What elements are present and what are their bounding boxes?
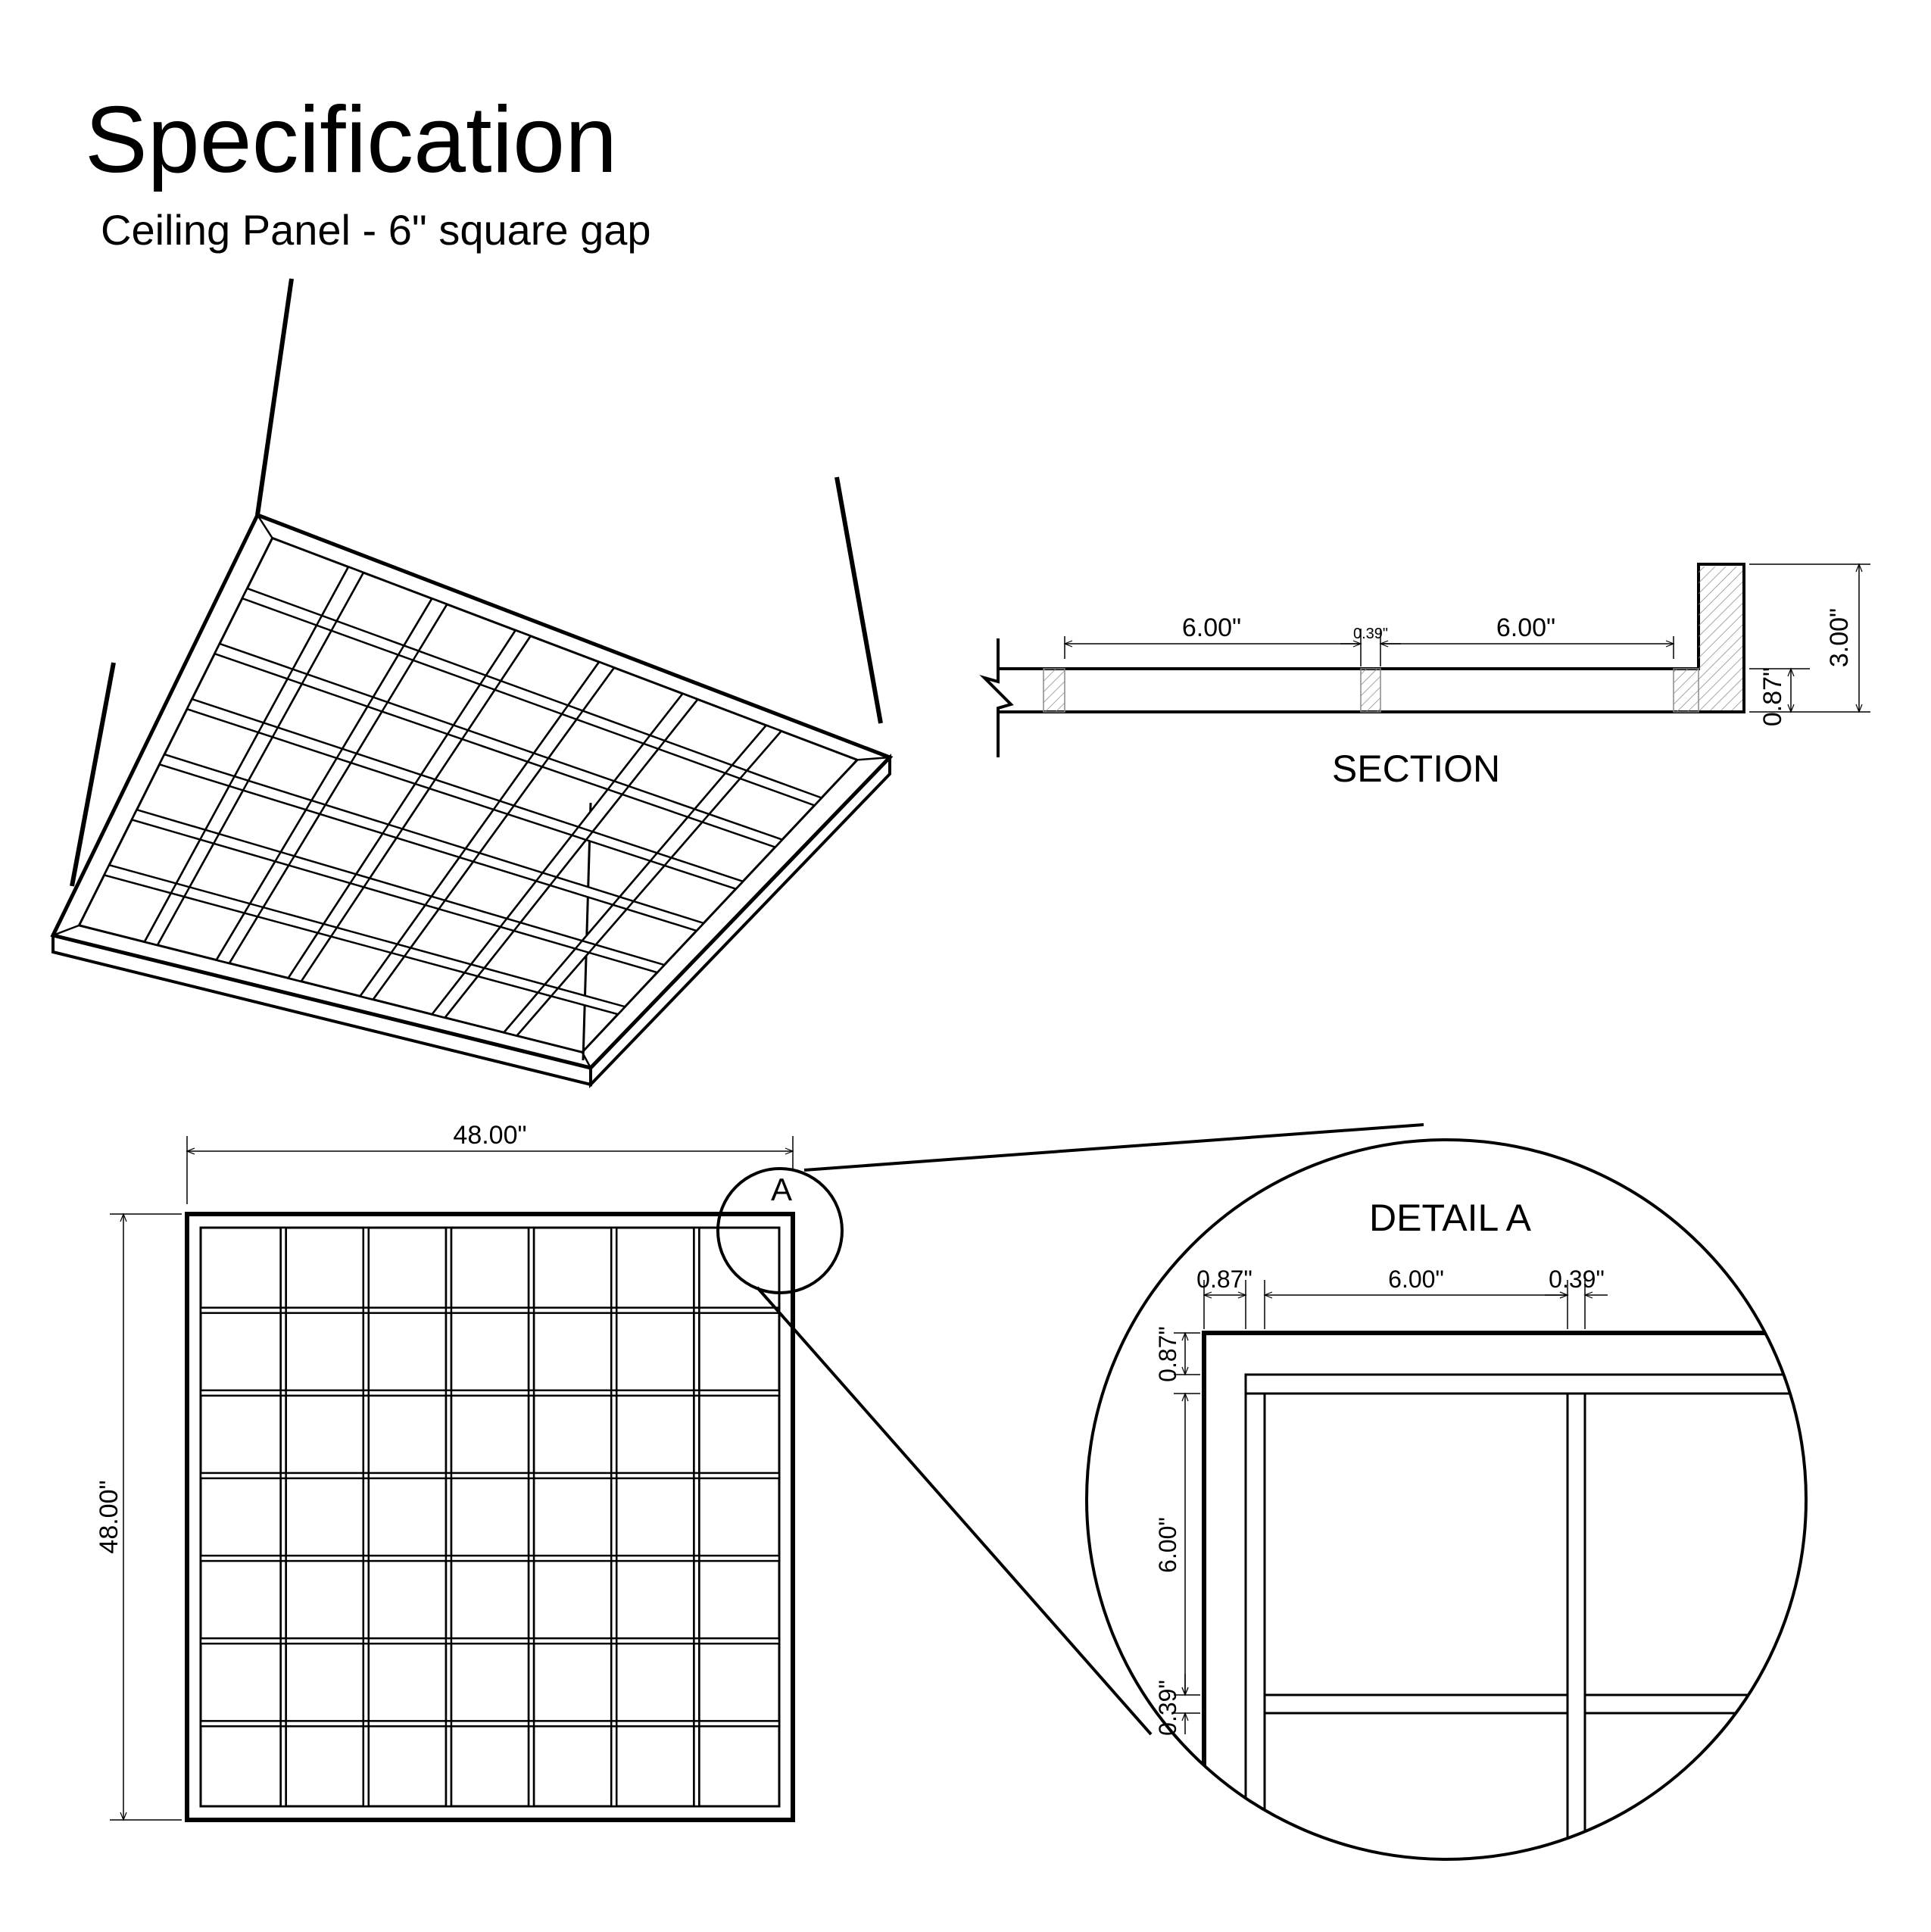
page-subtitle: Ceiling Panel - 6" square gap — [101, 206, 651, 254]
dim-label: 6.00" — [1154, 1517, 1181, 1573]
iso-rib-edge — [444, 698, 699, 1019]
hanger-wire — [834, 476, 883, 724]
section-label: SECTION — [1332, 748, 1500, 790]
rib-hatch — [1360, 668, 1381, 713]
dim-label: 0.87" — [1758, 667, 1787, 726]
iso-rib — [186, 698, 745, 891]
detail-circle — [1085, 1138, 1808, 1861]
hanger-wire — [582, 802, 592, 1061]
frame-hatch — [1699, 566, 1742, 710]
section-profile — [998, 563, 1745, 713]
plan-rib-horizontal — [199, 1637, 781, 1645]
iso-rib-edge — [516, 730, 782, 1037]
iso-rib — [130, 808, 666, 974]
plan-outer-frame — [185, 1212, 795, 1822]
iso-rib — [213, 642, 785, 849]
dim-label: 0.39" — [1353, 626, 1388, 642]
leader-line — [756, 1286, 1153, 1736]
iso-rib-edge — [287, 629, 516, 979]
dim-label: 48.00" — [95, 1480, 123, 1553]
detail-label: DETAIL A — [1369, 1197, 1532, 1239]
iso-rib-edge — [215, 598, 433, 961]
iso-rib — [102, 863, 627, 1016]
break-line — [979, 638, 1014, 757]
hanger-wire — [70, 662, 116, 887]
iso-rib-edge — [156, 572, 365, 946]
isometric-view — [50, 278, 894, 1088]
iso-frame-edge — [51, 933, 592, 1087]
detail-enlarged-frame — [1202, 1331, 1806, 1859]
iso-rib-edge — [359, 661, 601, 997]
dim-label: 0.39" — [1154, 1680, 1181, 1736]
plan-view: 48.00" 48.00" A — [95, 1121, 1424, 1822]
plan-grid — [185, 1212, 795, 1822]
plan-rib-horizontal — [199, 1720, 781, 1728]
dim-label: 0.87" — [1196, 1266, 1252, 1293]
rib-hatch — [1043, 668, 1065, 713]
dim-label: 6.00" — [1496, 613, 1555, 642]
iso-rib-edge — [372, 666, 616, 1000]
detail-callout-circle — [716, 1167, 844, 1294]
iso-rib-edge — [300, 635, 532, 982]
dim-label: 6.00" — [1182, 613, 1241, 642]
iso-bevel-line — [857, 756, 891, 761]
dim-label: 0.87" — [1154, 1326, 1181, 1382]
section-view: 6.00" 0.39" 6.00" 3.00" 0.87" SECTION — [979, 563, 1870, 790]
iso-bevel-line — [52, 924, 80, 937]
iso-rib-edge — [431, 693, 684, 1016]
iso-rib-edge — [143, 566, 350, 943]
dim-label: 6.00" — [1388, 1266, 1444, 1293]
iso-bevel-line — [581, 1051, 592, 1069]
iso-bevel-line — [256, 514, 273, 539]
plan-rib-horizontal — [199, 1472, 781, 1480]
plan-rib-horizontal — [199, 1554, 781, 1562]
isometric-panel — [50, 512, 894, 1088]
plan-rib-horizontal — [199, 1306, 781, 1314]
hanger-wire — [255, 278, 294, 516]
dim-label: 3.00" — [1825, 608, 1854, 667]
detail-marker: A — [771, 1172, 792, 1207]
page-title: Specification — [85, 88, 618, 192]
detail-a-view: DETAIL A 0.87" 6.00" 0.39" 0.87" 6.00" 0… — [1085, 1138, 1808, 1861]
dim-label: 48.00" — [453, 1121, 526, 1150]
leader-line — [803, 1123, 1424, 1172]
plan-rib-horizontal — [199, 1389, 781, 1397]
iso-rib-edge — [503, 724, 767, 1034]
rib-hatch — [1673, 668, 1699, 713]
iso-rib-edge — [228, 604, 448, 964]
iso-rib — [241, 587, 824, 807]
iso-rib — [158, 753, 706, 932]
plan-inner-frame — [199, 1226, 781, 1808]
dim-label: 0.39" — [1549, 1266, 1605, 1293]
